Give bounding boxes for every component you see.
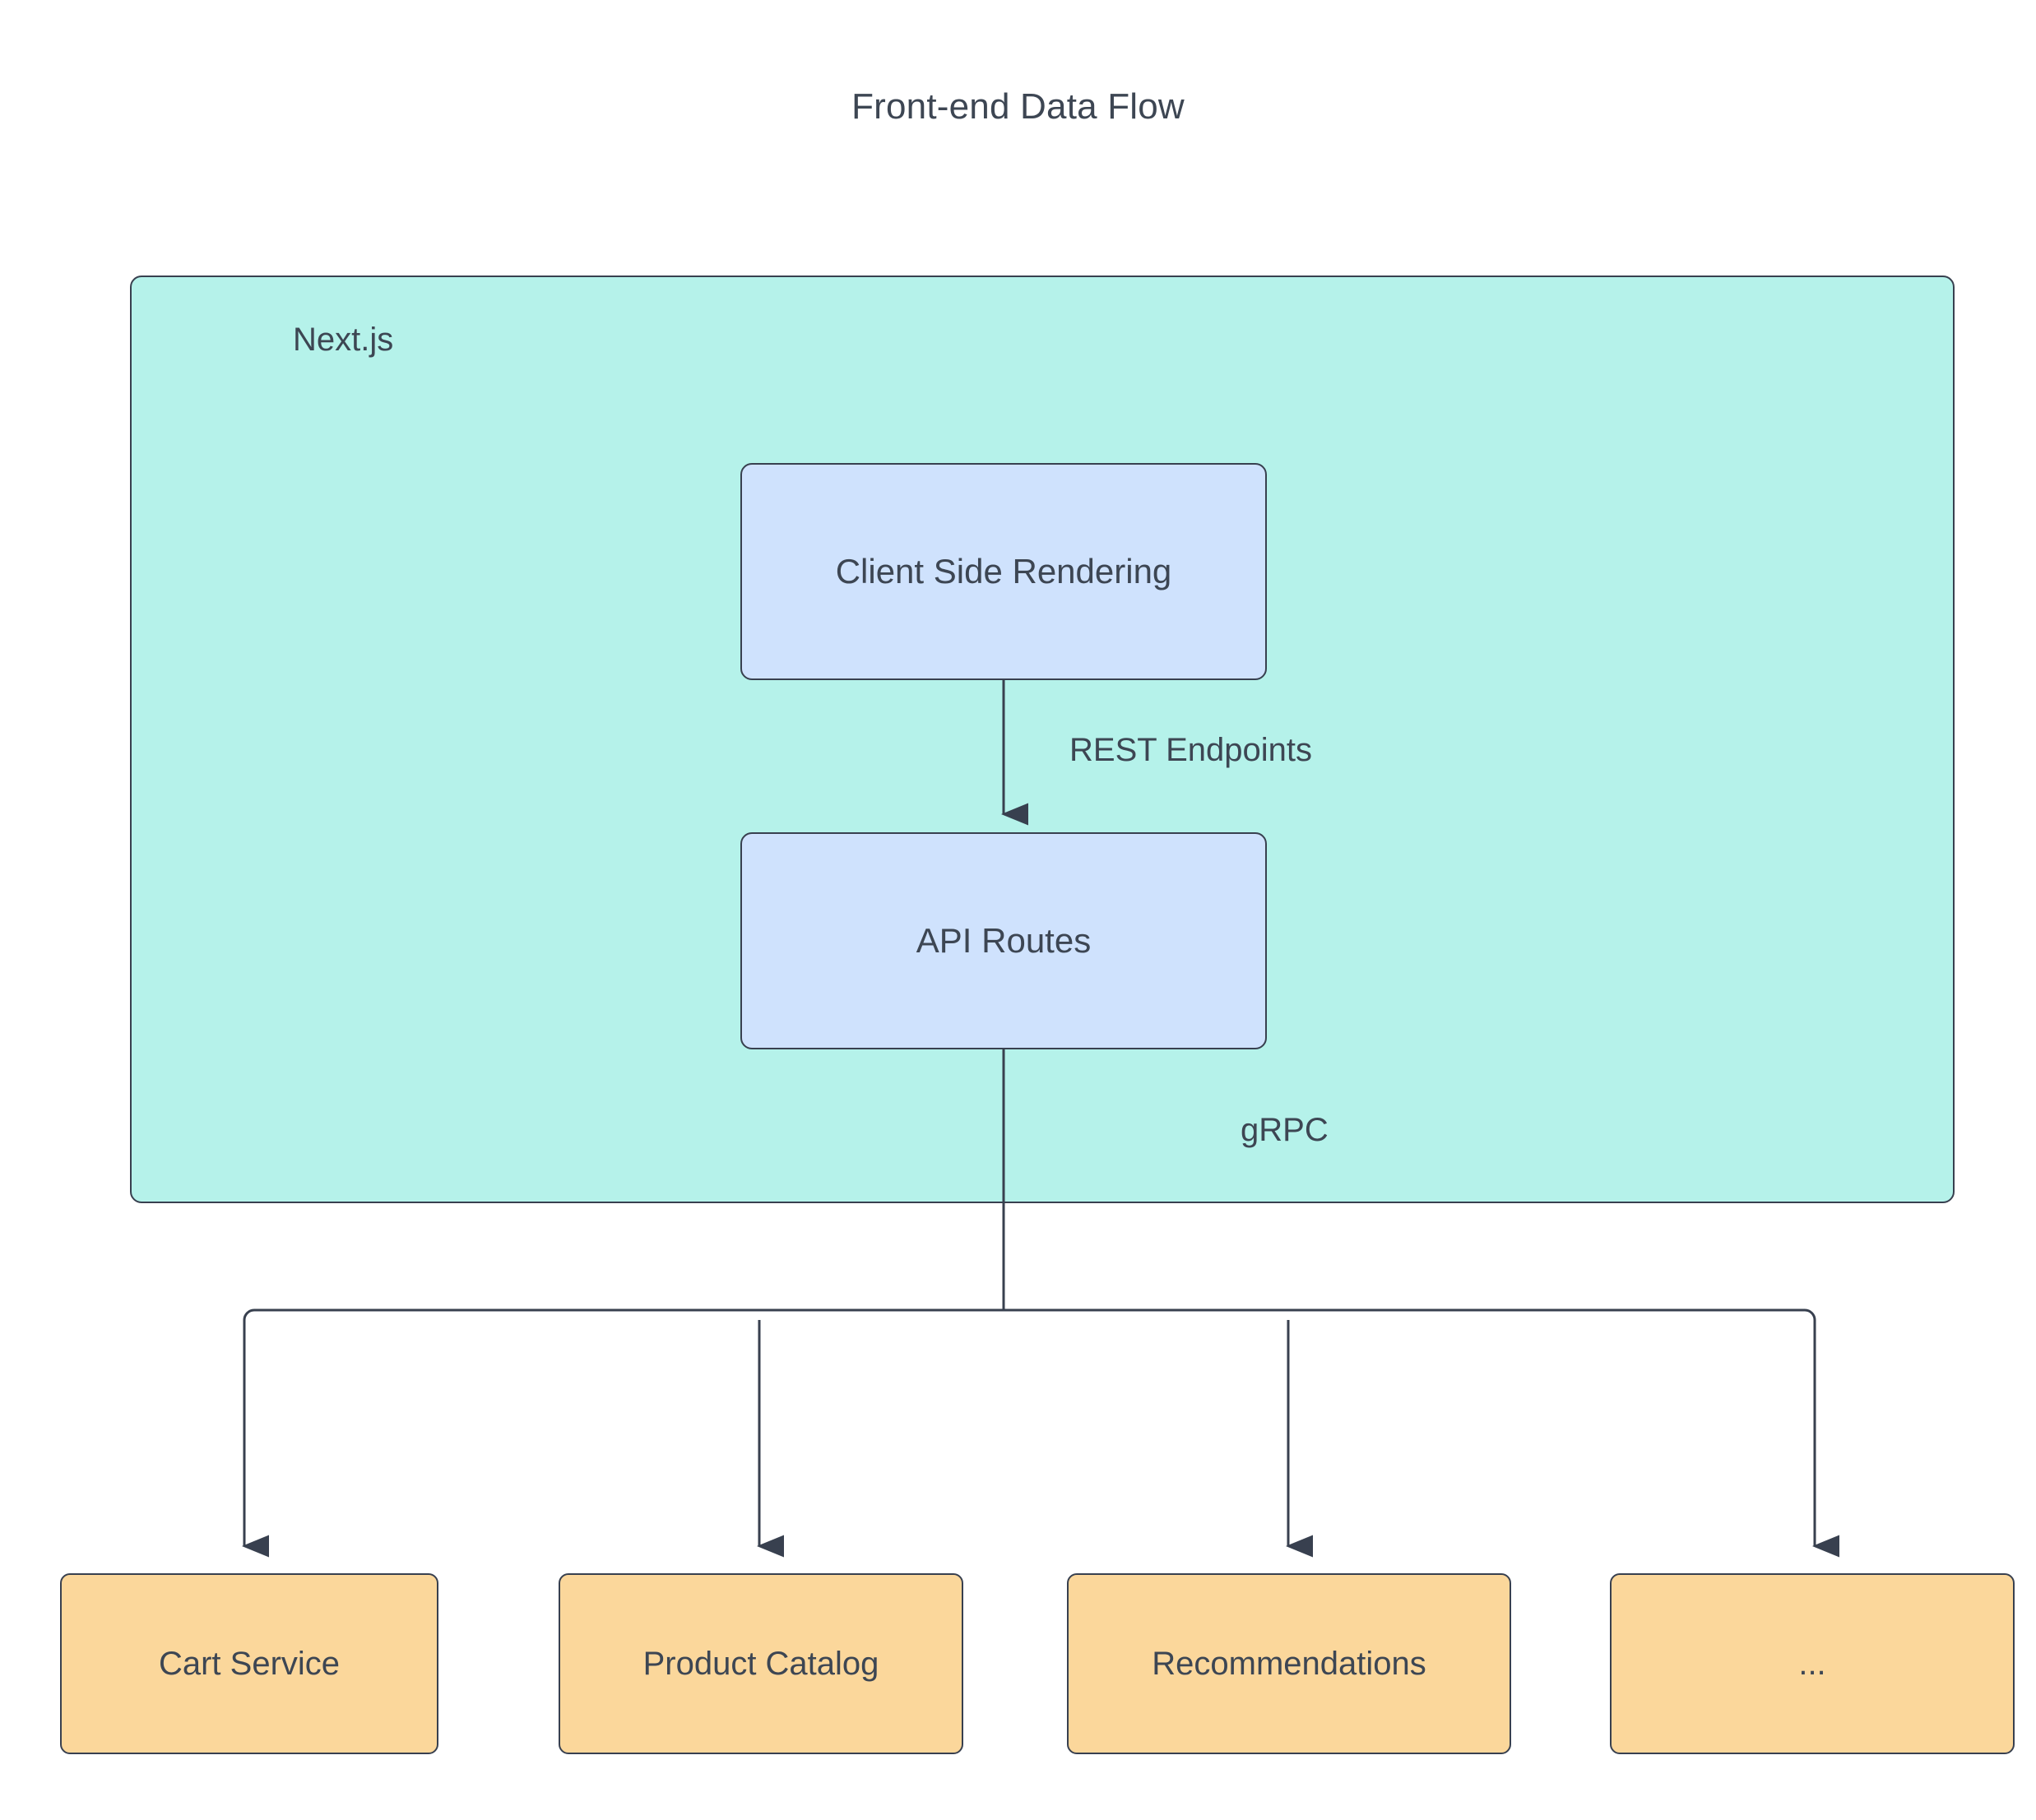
node-label-api-routes: API Routes	[916, 920, 1092, 960]
page-title: Front-end Data Flow	[851, 86, 1185, 127]
node-label-product-catalog: Product Catalog	[642, 1646, 879, 1682]
node-cart-service[interactable]: Cart Service	[60, 1573, 438, 1754]
edge-label-grpc: gRPC	[1241, 1112, 1329, 1148]
node-more-services[interactable]: ...	[1610, 1573, 2015, 1754]
node-client-side-rendering[interactable]: Client Side Rendering	[740, 463, 1267, 680]
node-label-more-services: ...	[1798, 1646, 1826, 1682]
edge-label-rest-endpoints: REST Endpoints	[1069, 732, 1312, 768]
node-product-catalog[interactable]: Product Catalog	[559, 1573, 963, 1754]
group-label-nextjs: Next.js	[293, 322, 394, 358]
node-label-client-side-rendering: Client Side Rendering	[835, 551, 1172, 590]
node-api-routes[interactable]: API Routes	[740, 832, 1267, 1049]
edge-fanout-bus	[243, 1308, 1816, 1321]
group-container-nextjs[interactable]	[130, 276, 1955, 1203]
node-label-recommendations: Recommendations	[1152, 1646, 1426, 1682]
node-recommendations[interactable]: Recommendations	[1067, 1573, 1511, 1754]
node-label-cart-service: Cart Service	[158, 1646, 341, 1682]
